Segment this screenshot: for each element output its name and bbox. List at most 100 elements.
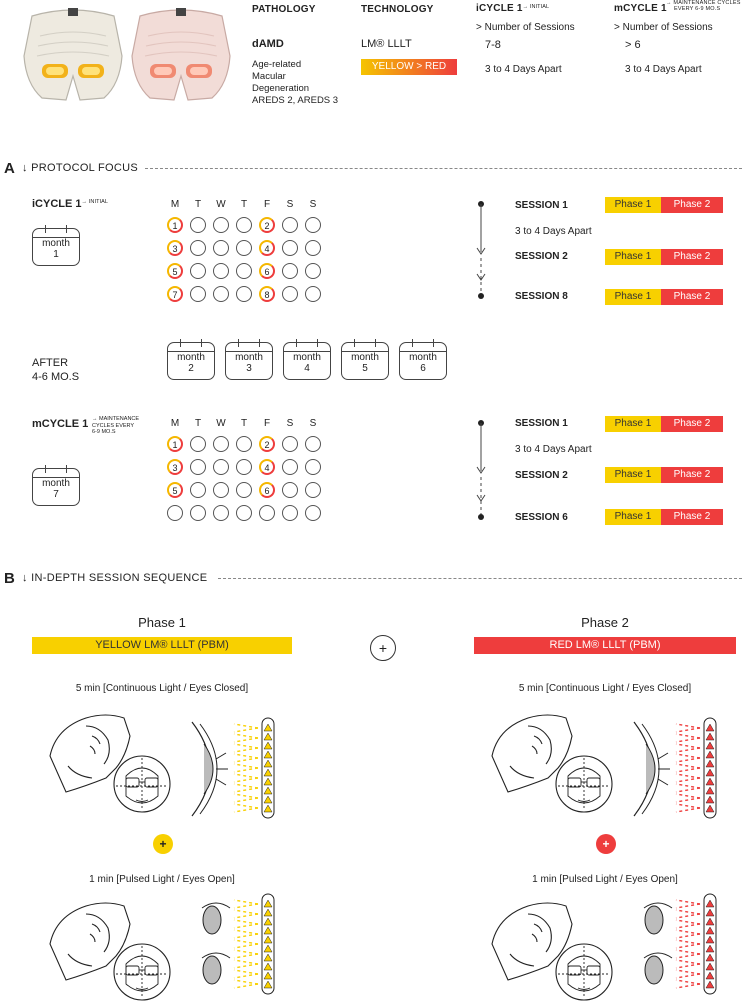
icycle-empty-day: [305, 263, 321, 279]
icycle-empty-day: [305, 286, 321, 302]
device-image-yellow: [22, 6, 124, 104]
mcycle-session-day-6: 6: [259, 482, 275, 498]
mcycle-weekday-1: T: [194, 418, 202, 429]
mcycle-empty-day: [236, 459, 252, 475]
icycle-empty-day: [282, 240, 298, 256]
mcycle-empty-day: [190, 436, 206, 452]
phase1-eye-closed-illustration: [191, 717, 275, 819]
mcycle-label: mCYCLE 1 → MAINTENANCE CYCLES EVERY 6-9 …: [32, 416, 140, 435]
icycle-empty-day: [190, 286, 206, 302]
pathology-name: dAMD: [252, 38, 284, 50]
mcycle-empty-day: [167, 505, 183, 521]
icycle-weekday-1: T: [194, 199, 202, 210]
section-a-divider: [145, 168, 742, 169]
device-image-red: [130, 6, 232, 104]
section-b-title: ↓ IN-DEPTH SESSION SEQUENCE: [22, 572, 208, 584]
phase2-head-closed-illustration: [491, 714, 613, 813]
icycle-empty-day: [190, 263, 206, 279]
icycle-weekday-0: M: [170, 199, 180, 210]
mcycle-empty-day: [305, 459, 321, 475]
icycle-empty-day: [213, 286, 229, 302]
pathology-description: Age-related Macular Degeneration AREDS 2…: [252, 59, 339, 106]
mcycle-sessions-value: > 6: [625, 39, 641, 51]
mcycle-empty-day: [236, 436, 252, 452]
mcycle-session-2-label: SESSION 2: [515, 470, 568, 481]
mcycle-empty-day: [282, 436, 298, 452]
icycle-phase1-bar-0: Phase 1: [605, 197, 661, 213]
mcycle-empty-day: [282, 482, 298, 498]
mcycle-session-day-4: 4: [259, 459, 275, 475]
mcycle-phase1-bar-1: Phase 1: [605, 467, 661, 483]
icycle-empty-day: [236, 286, 252, 302]
mcycle-weekday-0: M: [170, 418, 180, 429]
mcycle-empty-day: [190, 459, 206, 475]
icycle-weekday-2: W: [216, 199, 226, 210]
mcycle-apart: 3 to 4 Days Apart: [625, 64, 702, 75]
mcycle-phase2-bar-0: Phase 2: [661, 416, 723, 432]
phase1-head-open-illustration: [49, 902, 171, 1001]
mcycle-empty-day: [213, 505, 229, 521]
after-label: AFTER 4-6 MO.S: [32, 357, 80, 383]
icycle-session-day-7: 7: [167, 286, 183, 302]
icycle-sessions-label: > Number of Sessions: [476, 22, 575, 33]
plus-circle-icon: +: [370, 635, 396, 661]
mcycle-session-day-3: 3: [167, 459, 183, 475]
mcycle-session-day-5: 5: [167, 482, 183, 498]
icycle-phase1-bar-2: Phase 1: [605, 289, 661, 305]
phase1-step2-label: 1 min [Pulsed Light / Eyes Open]: [89, 874, 235, 885]
icycle-empty-day: [236, 217, 252, 233]
mcycle-empty-day: [213, 436, 229, 452]
icycle-empty-day: [236, 240, 252, 256]
icycle-empty-day: [213, 263, 229, 279]
section-a-letter: A: [4, 160, 15, 177]
mcycle-session-day-2: 2: [259, 436, 275, 452]
icycle-session-day-1: 1: [167, 217, 183, 233]
mcycle-empty-day: [282, 505, 298, 521]
mcycle-empty-day: [305, 505, 321, 521]
icycle-phase2-bar-1: Phase 2: [661, 249, 723, 265]
phase2-title: Phase 2: [581, 615, 629, 630]
phase2-step2-label: 1 min [Pulsed Light / Eyes Open]: [532, 874, 678, 885]
icycle-empty-day: [282, 217, 298, 233]
icycle-session-day-2: 2: [259, 217, 275, 233]
mcycle-phase2-bar-1: Phase 2: [661, 467, 723, 483]
mcycle-weekday-3: T: [240, 418, 248, 429]
mcycle-empty-day: [213, 482, 229, 498]
icycle-session-day-6: 6: [259, 263, 275, 279]
mcycle-session-1-label: SESSION 1: [515, 418, 568, 429]
phase1-plus-icon: +: [153, 834, 173, 854]
icycle-session-1-label: SESSION 1: [515, 200, 568, 211]
icycle-session-day-4: 4: [259, 240, 275, 256]
icycle-empty-day: [282, 286, 298, 302]
icycle-weekday-6: S: [309, 199, 317, 210]
icycle-session-day-5: 5: [167, 263, 183, 279]
icycle-phase1-bar-1: Phase 1: [605, 249, 661, 265]
phase2-step1-label: 5 min [Continuous Light / Eyes Closed]: [518, 683, 692, 694]
icycle-empty-day: [190, 240, 206, 256]
section-b-divider: [218, 578, 742, 579]
icycle-session-day-3: 3: [167, 240, 183, 256]
mcycle-empty-day: [236, 482, 252, 498]
icycle-phase2-bar-2: Phase 2: [661, 289, 723, 305]
header-icycle: iCYCLE 1→ INITIAL: [476, 3, 550, 14]
mcycle-sessions-label: > Number of Sessions: [614, 22, 713, 33]
mcycle-empty-day: [190, 482, 206, 498]
icycle-label: iCYCLE 1→ INITIAL: [32, 198, 109, 210]
mcycle-empty-day: [236, 505, 252, 521]
phase1-step1-label: 5 min [Continuous Light / Eyes Closed]: [75, 683, 249, 694]
mcycle-weekday-2: W: [216, 418, 226, 429]
phase2-bar: RED LM® LLLT (PBM): [474, 637, 736, 654]
technology-color-bar: YELLOW > RED: [361, 59, 457, 75]
mcycle-weekday-4: F: [263, 418, 271, 429]
mcycle-weekday-6: S: [309, 418, 317, 429]
section-b-letter: B: [4, 570, 15, 587]
mcycle-weekday-5: S: [286, 418, 294, 429]
phase2-plus-icon: +: [596, 834, 616, 854]
